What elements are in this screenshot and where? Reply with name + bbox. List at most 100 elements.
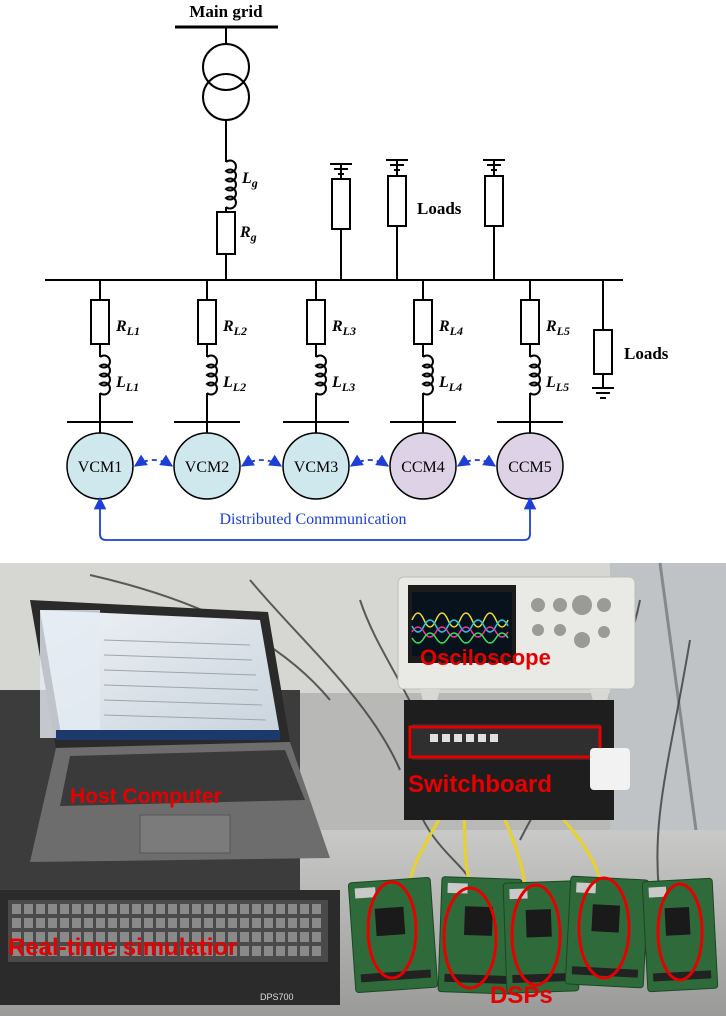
simulator-port xyxy=(96,904,105,914)
host-computer-laptop xyxy=(30,600,330,862)
feeder-resistor-label: RL4 xyxy=(438,318,463,338)
simulator-port xyxy=(12,946,21,956)
switchboard-highlight-box xyxy=(408,725,602,759)
simulator-port xyxy=(96,932,105,942)
communication-link xyxy=(349,454,390,467)
grid-inductor xyxy=(224,159,237,210)
simulator-port xyxy=(108,932,117,942)
simulator-port xyxy=(300,932,309,942)
feeder-inductor-label: LL4 xyxy=(438,374,462,394)
simulator-port xyxy=(204,946,213,956)
simulator-port xyxy=(120,946,129,956)
feeder-inductor-label: LL2 xyxy=(222,374,246,394)
simulator-port xyxy=(156,932,165,942)
simulator-port xyxy=(48,904,57,914)
simulator-port xyxy=(48,946,57,956)
oscilloscope-label: Osciloscope xyxy=(420,645,551,670)
loads-label-top: Loads xyxy=(417,199,462,218)
simulator-port xyxy=(72,946,81,956)
simulator-port xyxy=(132,904,141,914)
simulator-port xyxy=(60,946,69,956)
simulator-port xyxy=(192,932,201,942)
experimental-photo: DPS700 xyxy=(0,562,726,1016)
simulator-port xyxy=(36,946,45,956)
simulator-port xyxy=(252,918,261,928)
simulator-port xyxy=(84,946,93,956)
feeder-resistor xyxy=(306,299,326,345)
simulator-port xyxy=(84,904,93,914)
dsp-boards xyxy=(347,875,719,995)
dsp-highlight-ellipse xyxy=(366,880,418,980)
communication-loop xyxy=(93,496,537,541)
simulator-port xyxy=(312,904,321,914)
simulator-port xyxy=(288,918,297,928)
simulator-port xyxy=(228,932,237,942)
simulator-port xyxy=(24,904,33,914)
communication-label: Distributed Conmmunication xyxy=(219,511,406,528)
switchboard-label: Switchboard xyxy=(408,771,552,798)
simulator-port xyxy=(276,904,285,914)
simulator-port xyxy=(156,946,165,956)
dsp-highlight-ellipse xyxy=(442,886,498,990)
simulator-port xyxy=(204,932,213,942)
simulator-port xyxy=(96,918,105,928)
real-time-simulator-label: Real-time simulatior xyxy=(8,934,237,961)
simulator-port xyxy=(204,918,213,928)
simulator-port xyxy=(108,904,117,914)
module-label: VCM2 xyxy=(185,459,229,476)
grid-resistor xyxy=(216,211,236,255)
dsps-label: DSPs xyxy=(490,982,553,1009)
dsp-board xyxy=(641,877,719,993)
power-strip xyxy=(590,748,630,790)
simulator-port xyxy=(192,904,201,914)
feeder-resistor-label: RL5 xyxy=(545,318,570,338)
simulator-port xyxy=(60,904,69,914)
simulator-port xyxy=(240,918,249,928)
simulator-port-grid xyxy=(12,904,321,956)
simulator-port xyxy=(228,918,237,928)
main-grid-title: Main grid xyxy=(189,2,263,21)
simulator-port xyxy=(12,904,21,914)
simulator-port xyxy=(144,946,153,956)
feeder-inductor xyxy=(314,354,327,396)
simulator-port xyxy=(168,932,177,942)
feeder-resistor-label: RL1 xyxy=(115,318,140,338)
simulator-port xyxy=(276,918,285,928)
simulator-port xyxy=(276,946,285,956)
simulator-port xyxy=(168,904,177,914)
feeder-inductor xyxy=(528,354,541,396)
simulator-port xyxy=(72,932,81,942)
simulator-port xyxy=(72,918,81,928)
simulator-port xyxy=(300,918,309,928)
feeders: RL1LL1VCM1RL2LL2VCM2RL3LL3VCM3RL4LL4CCM4… xyxy=(66,280,570,500)
simulator-port xyxy=(288,904,297,914)
simulator-port xyxy=(264,904,273,914)
simulator-port xyxy=(48,932,57,942)
simulator-port xyxy=(288,932,297,942)
feeder-inductor-label: LL3 xyxy=(331,374,355,394)
simulator-port xyxy=(168,918,177,928)
simulator-port xyxy=(132,946,141,956)
simulator-port xyxy=(180,932,189,942)
simulator-port xyxy=(156,904,165,914)
simulator-port xyxy=(264,946,273,956)
feeder-resistor xyxy=(413,299,433,345)
grid-inductor-label: Lg xyxy=(241,170,258,190)
oscilloscope-device xyxy=(397,576,636,705)
simulator-port xyxy=(216,932,225,942)
simulator-port xyxy=(96,946,105,956)
simulator-port xyxy=(36,904,45,914)
simulator-port xyxy=(156,918,165,928)
simulator-port xyxy=(144,932,153,942)
simulator-port xyxy=(132,918,141,928)
simulator-port xyxy=(264,918,273,928)
simulator-port xyxy=(252,904,261,914)
communication-link xyxy=(240,454,283,467)
simulator-port xyxy=(216,904,225,914)
